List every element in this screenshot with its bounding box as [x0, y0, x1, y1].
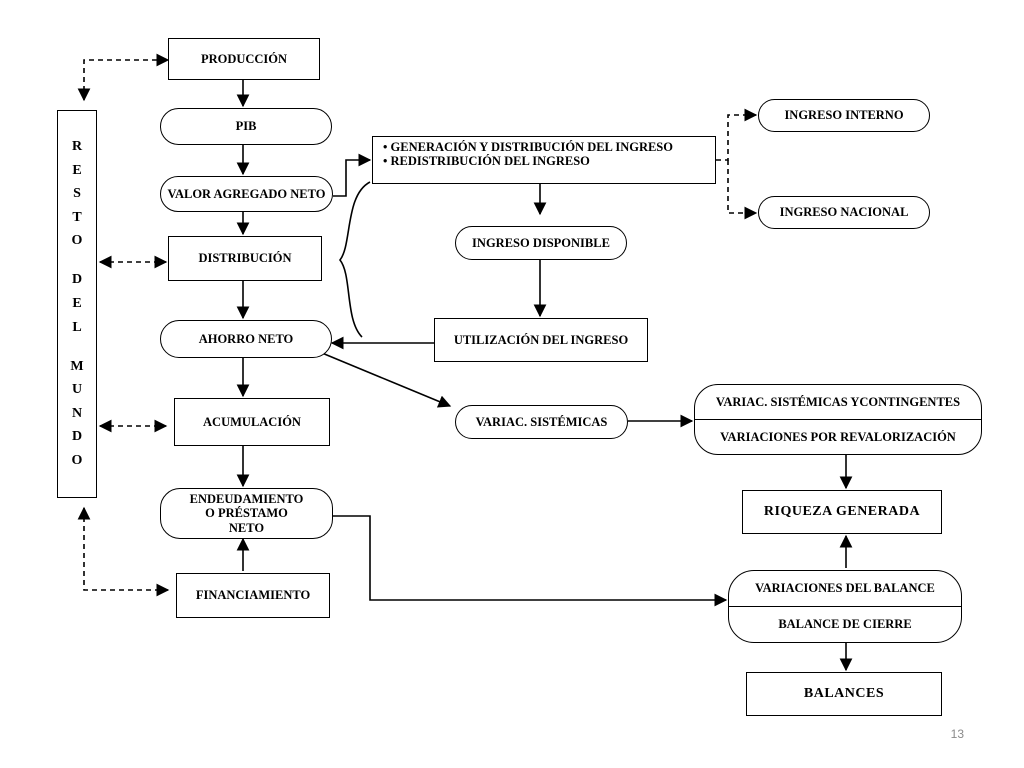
ingreso-disponible-label: INGRESO DISPONIBLE	[472, 235, 610, 250]
resto-letter: S	[73, 186, 81, 202]
resto-letter: T	[72, 209, 82, 225]
variaciones-split-pill: VARIAC. SISTÉMICAS YCONTINGENTES VARIACI…	[694, 384, 982, 455]
dashed-resto-financiamiento	[77, 506, 170, 597]
resto-letter: R	[71, 139, 83, 154]
balance-cierre-label: BALANCE DE CIERRE	[778, 617, 912, 632]
resto-letter: E	[72, 162, 82, 178]
variac-sistemicas-label: VARIAC. SISTÉMICAS	[475, 414, 608, 429]
pib-pill: PIB	[160, 108, 332, 145]
resto-letter: O	[71, 452, 83, 468]
arrow-endeudamiento-balance	[333, 515, 728, 607]
variac-contingentes-label: VARIAC. SISTÉMICAS YCONTINGENTES	[715, 394, 961, 409]
endeudamiento-pill: ENDEUDAMIENTO O PRÉSTAMO NETO	[160, 488, 333, 539]
pib-label: PIB	[235, 119, 257, 134]
dashed-list-nacional	[727, 160, 758, 220]
balance-split-pill: VARIACIONES DEL BALANCE BALANCE DE CIERR…	[728, 570, 962, 643]
resto-letter: M	[70, 358, 84, 374]
produccion-box: PRODUCCIÓN	[168, 38, 320, 80]
financiamiento-label: FINANCIAMIENTO	[195, 588, 311, 603]
valor-agregado-neto-label: VALOR AGREGADO NETO	[167, 186, 326, 201]
balances-box: BALANCES	[746, 672, 942, 716]
riqueza-generada-box: RIQUEZA GENERADA	[742, 490, 942, 534]
resto-letter: D	[71, 272, 83, 288]
resto-del-mundo-box: R E S T O D E L M U N D O	[57, 110, 97, 498]
resto-letter: N	[71, 405, 83, 421]
ingreso-interno-label: INGRESO INTERNO	[784, 108, 904, 123]
variaciones-balance-cell: VARIACIONES DEL BALANCE	[729, 571, 961, 606]
resto-letter: O	[71, 233, 83, 249]
ingreso-nacional-label: INGRESO NACIONAL	[779, 205, 909, 220]
acumulacion-label: ACUMULACIÓN	[203, 414, 301, 429]
acumulacion-box: ACUMULACIÓN	[174, 398, 330, 446]
dashed-list-interno	[716, 108, 758, 161]
utilizacion-ingreso-label: UTILIZACIÓN DEL INGRESO	[453, 332, 629, 347]
grouping-brace	[338, 181, 371, 338]
arrow-valor-ingreso	[333, 153, 372, 197]
utilizacion-ingreso-box: UTILIZACIÓN DEL INGRESO	[434, 318, 648, 362]
produccion-label: PRODUCCIÓN	[200, 51, 288, 66]
variaciones-revalorizacion-cell: VARIACIONES POR REVALORIZACIÓN	[695, 419, 981, 454]
ingreso-disponible-pill: INGRESO DISPONIBLE	[455, 226, 627, 260]
balance-cierre-cell: BALANCE DE CIERRE	[729, 606, 961, 642]
ingreso-list-item: REDISTRIBUCIÓN DEL INGRESO	[383, 154, 673, 168]
financiamiento-box: FINANCIAMIENTO	[176, 573, 330, 618]
distribucion-label: DISTRIBUCIÓN	[198, 251, 292, 266]
resto-letter: D	[71, 429, 83, 445]
resto-letter: U	[71, 382, 83, 398]
arrow-ahorro-variac	[321, 352, 452, 408]
variac-contingentes-cell: VARIAC. SISTÉMICAS YCONTINGENTES	[695, 385, 981, 419]
ahorro-neto-label: AHORRO NETO	[198, 331, 294, 346]
ahorro-neto-pill: AHORRO NETO	[160, 320, 332, 358]
distribucion-box: DISTRIBUCIÓN	[168, 236, 322, 281]
balances-label: BALANCES	[803, 685, 885, 701]
variaciones-revalorizacion-label: VARIACIONES POR REVALORIZACIÓN	[720, 429, 956, 444]
resto-letter: L	[72, 319, 82, 335]
resto-letter: E	[72, 295, 82, 311]
dashed-resto-produccion	[77, 53, 170, 102]
ingreso-list-item: GENERACIÓN Y DISTRIBUCIÓN DEL INGRESO	[383, 140, 673, 154]
valor-agregado-neto-pill: VALOR AGREGADO NETO	[160, 176, 333, 212]
ingreso-interno-pill: INGRESO INTERNO	[758, 99, 930, 132]
variaciones-balance-label: VARIACIONES DEL BALANCE	[755, 581, 935, 596]
endeudamiento-label: ENDEUDAMIENTO O PRÉSTAMO NETO	[189, 491, 304, 535]
ingreso-nacional-pill: INGRESO NACIONAL	[758, 196, 930, 229]
page-number: 13	[950, 727, 964, 741]
riqueza-generada-label: RIQUEZA GENERADA	[763, 503, 921, 519]
variac-sistemicas-pill: VARIAC. SISTÉMICAS	[455, 405, 628, 439]
ingreso-list-box: GENERACIÓN Y DISTRIBUCIÓN DEL INGRESO RE…	[372, 136, 716, 184]
